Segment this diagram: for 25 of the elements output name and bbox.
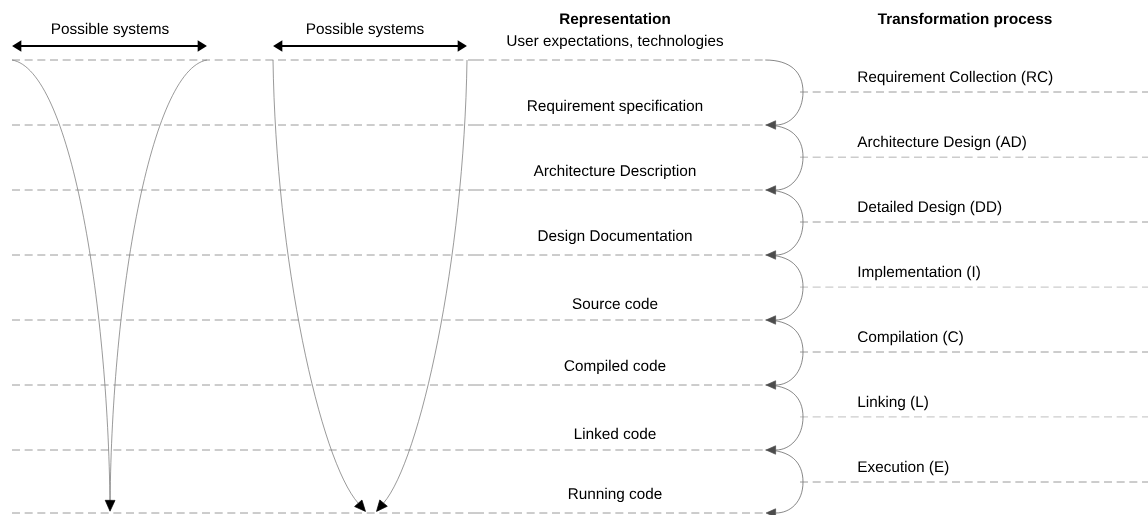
representation-label: Running code: [568, 487, 662, 503]
representation-label: Compiled code: [564, 359, 666, 375]
range-label: Possible systems: [307, 22, 424, 38]
representation-label: Architecture Description: [533, 164, 696, 180]
curved-arrow: [764, 254, 804, 325]
representation-label: Source code: [572, 297, 658, 310]
edge-label: Implementation (I): [799, 263, 1148, 288]
curved-arrow: [764, 189, 804, 260]
representation-label: Linked code: [574, 427, 656, 440]
curved-arrow: [764, 449, 804, 515]
edge-label: Requirement Collection (RC): [799, 68, 1148, 93]
edge-label: Architecture Design (AD): [799, 133, 1148, 158]
curved-arrow: [764, 319, 804, 390]
representation-label: Design Documentation: [538, 229, 692, 245]
edge-label: Detailed Design (DD): [799, 198, 1148, 223]
range-label: Possible systems: [52, 22, 169, 38]
column-heading: Transformation process: [877, 12, 1052, 28]
curved-arrow: [764, 384, 804, 455]
edge-label: Linking (L): [799, 393, 1148, 418]
representation-label: Requirement specification: [528, 99, 703, 115]
edge-label: Compilation (C): [799, 328, 1148, 353]
edge-label: Execution (E): [799, 458, 1148, 483]
curved-arrow: [764, 59, 804, 130]
representation-label: User expectations, technologies: [507, 34, 724, 50]
curved-arrow: [764, 124, 804, 195]
